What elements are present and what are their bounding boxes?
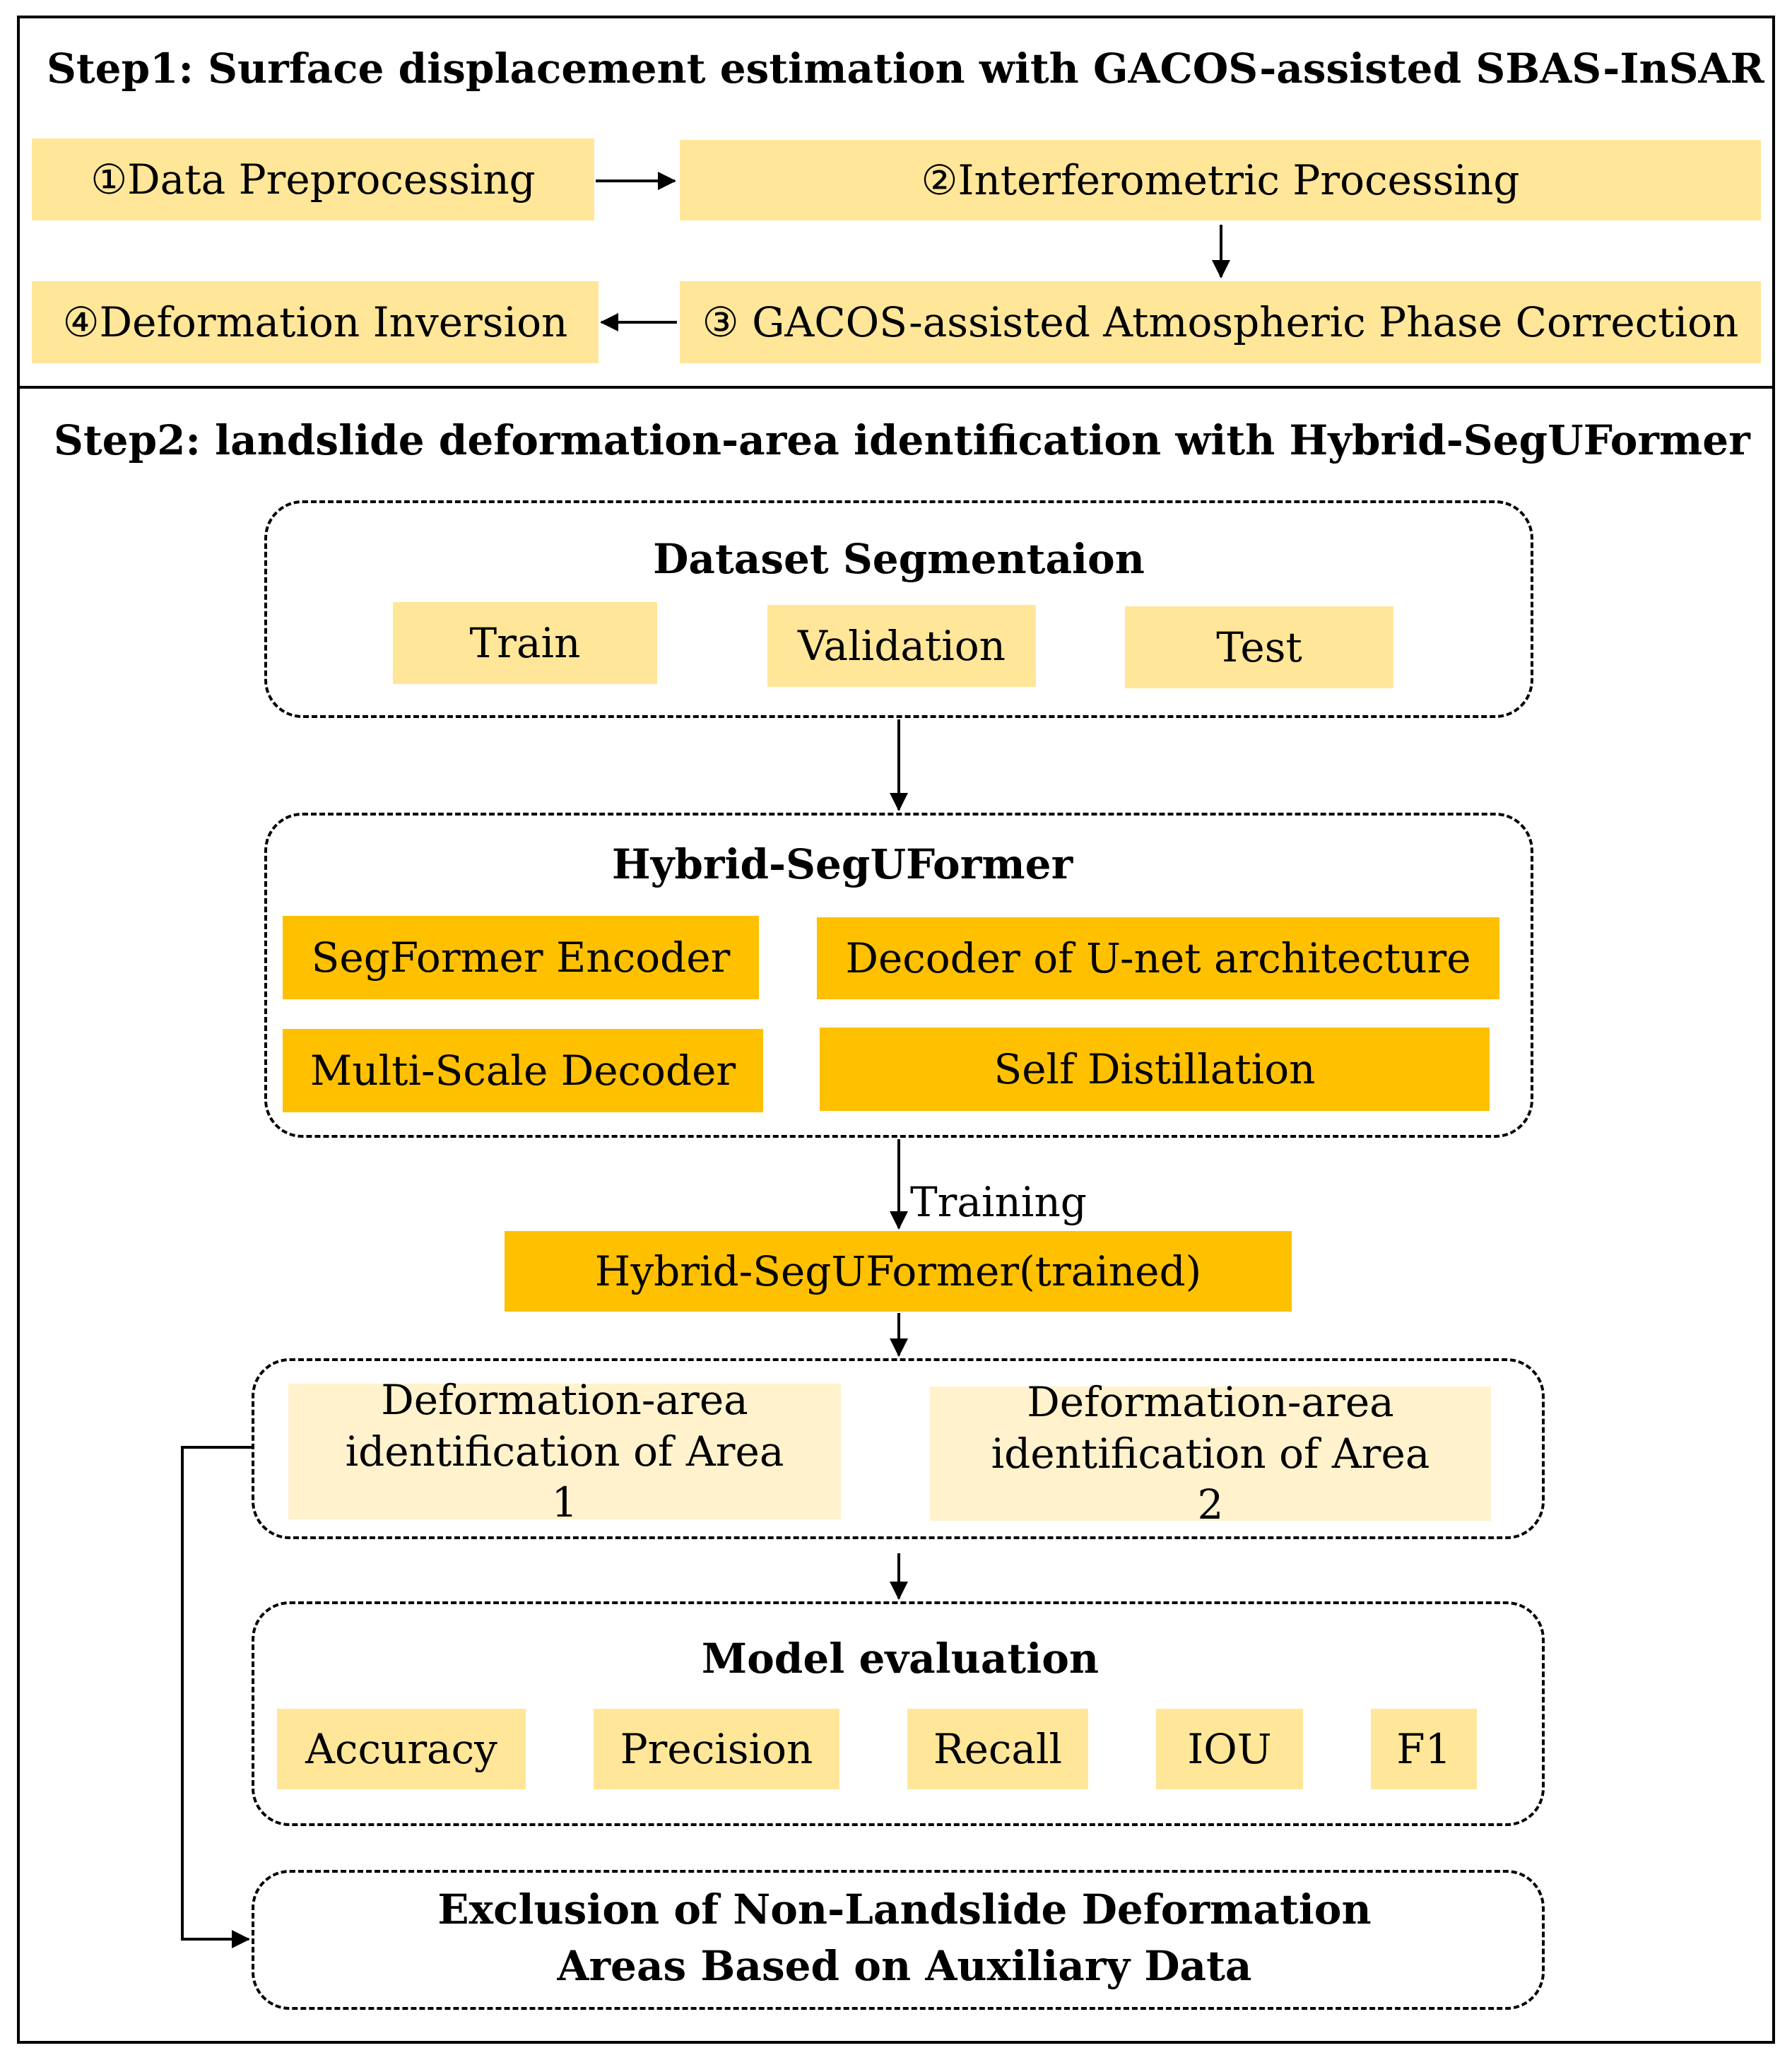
recall-box: Recall (907, 1709, 1088, 1789)
deformation-inversion-box: ④Deformation Inversion (32, 281, 599, 363)
exclusion-text: Exclusion of Non-Landslide Deformation A… (437, 1885, 1372, 1991)
model-evaluation-title: Model evaluation (701, 1635, 1100, 1683)
hybrid-segUformer-title: Hybrid-SegUFormer (611, 840, 1073, 888)
interferometric-processing-box: ②Interferometric Processing (680, 140, 1761, 220)
f1-box: F1 (1371, 1709, 1477, 1789)
hybrid-segUformer-group (264, 813, 1533, 1138)
self-distillation-box: Self Distillation (820, 1028, 1490, 1111)
identification-group (252, 1358, 1545, 1539)
iou-box: IOU (1156, 1709, 1303, 1789)
training-label: Training (910, 1178, 1087, 1226)
area2-identification-box: Deformation-area identification of Area … (930, 1378, 1491, 1529)
multi-scale-decoder-box: Multi-Scale Decoder (283, 1029, 763, 1112)
unet-decoder-box: Decoder of U-net architecture (817, 917, 1499, 999)
dataset-segmentation-group (264, 500, 1533, 718)
model-evaluation-group (252, 1601, 1545, 1826)
data-preprocessing-box: ①Data Preprocessing (32, 139, 594, 220)
dataset-segmentation-title: Dataset Segmentaion (653, 535, 1145, 583)
area1-identification-box: Deformation-area identification of Area … (288, 1376, 841, 1526)
outer-frame (17, 16, 1775, 2044)
atmospheric-correction-box: ③ GACOS-assisted Atmospheric Phase Corre… (680, 281, 1761, 363)
precision-box: Precision (594, 1709, 839, 1789)
step2-title: Step2: landslide deformation-area identi… (54, 416, 1750, 464)
validation-box: Validation (767, 605, 1036, 687)
accuracy-box: Accuracy (277, 1709, 526, 1789)
exclusion-group (252, 1870, 1545, 2010)
test-box: Test (1125, 606, 1393, 688)
step-divider (17, 386, 1775, 389)
trained-model-box: Hybrid-SegUFormer(trained) (505, 1231, 1292, 1312)
segformer-encoder-box: SegFormer Encoder (283, 916, 759, 999)
train-box: Train (393, 602, 657, 684)
step1-title: Step1: Surface displacement estimation w… (47, 45, 1764, 93)
